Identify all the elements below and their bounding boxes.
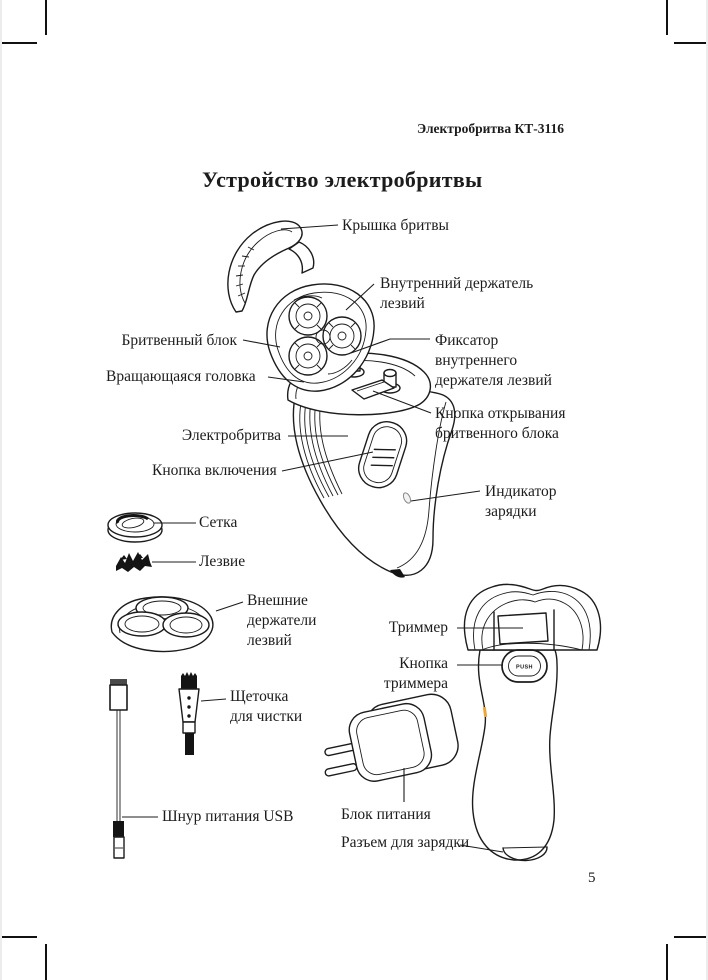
foil-drawing <box>107 512 163 543</box>
crop-mark-bottom-right-v <box>666 944 668 980</box>
label-foil: Сетка <box>199 514 238 531</box>
crop-mark-top-right-v <box>666 0 668 35</box>
label-brush: Щеточка для чистки <box>230 688 303 725</box>
label-power-adapter: Блок питания <box>341 806 431 823</box>
shaver-body-drawing <box>292 386 456 578</box>
label-cap: Крышка бритвы <box>342 217 449 234</box>
label-inner-holder: Внутренний держатель лезвий <box>380 275 534 312</box>
crop-mark-top-left-h <box>2 42 37 44</box>
label-shaver: Электробритва <box>181 427 281 444</box>
label-fixator: Фиксатор внутреннего держателя лезвий <box>435 332 552 389</box>
crop-mark-bottom-left-v <box>45 944 47 980</box>
label-blade: Лезвие <box>199 553 246 570</box>
label-shaving-block: Бритвенный блок <box>121 332 237 349</box>
outer-holders-drawing <box>110 596 214 653</box>
label-charge-indicator: Индикатор зарядки <box>485 483 557 520</box>
label-open-button: Кнопка открывания бритвенного блока <box>435 405 566 442</box>
crop-mark-bottom-left-h <box>2 936 37 938</box>
label-trimmer-button: Кнопка триммера <box>383 655 448 692</box>
leader-lines <box>122 224 523 853</box>
crop-mark-top-left-v <box>45 0 47 35</box>
power-button-drawing <box>357 421 408 489</box>
power-adapter-drawing <box>324 693 459 782</box>
crop-mark-bottom-right-h <box>674 936 706 938</box>
page-title: Устройство электробритвы <box>202 167 483 192</box>
highlight-tick <box>482 706 488 718</box>
brush-drawing <box>178 672 200 755</box>
usb-cord-drawing <box>109 679 128 859</box>
document-header: Электробритва КТ-3116 <box>416 121 564 136</box>
release-latch-drawing <box>351 379 395 400</box>
label-rotating-head: Вращающаяся головка <box>106 368 256 385</box>
back-shaver-drawing: PUSH <box>463 583 602 862</box>
page-number: 5 <box>588 870 596 886</box>
charge-indicator-drawing <box>402 492 412 504</box>
label-charge-socket: Разъем для зарядки <box>341 834 470 851</box>
crop-mark-top-right-h <box>674 42 706 44</box>
blade-drawing <box>116 552 152 572</box>
label-outer-holders: Внешние держатели лезвий <box>247 592 317 649</box>
cap-drawing <box>227 220 315 313</box>
label-usb-cord: Шнур питания USB <box>162 808 294 825</box>
label-power-button: Кнопка включения <box>152 462 277 479</box>
label-trimmer: Триммер <box>388 619 448 636</box>
push-button-label: PUSH <box>516 665 533 671</box>
shaving-block-drawing <box>266 283 375 392</box>
